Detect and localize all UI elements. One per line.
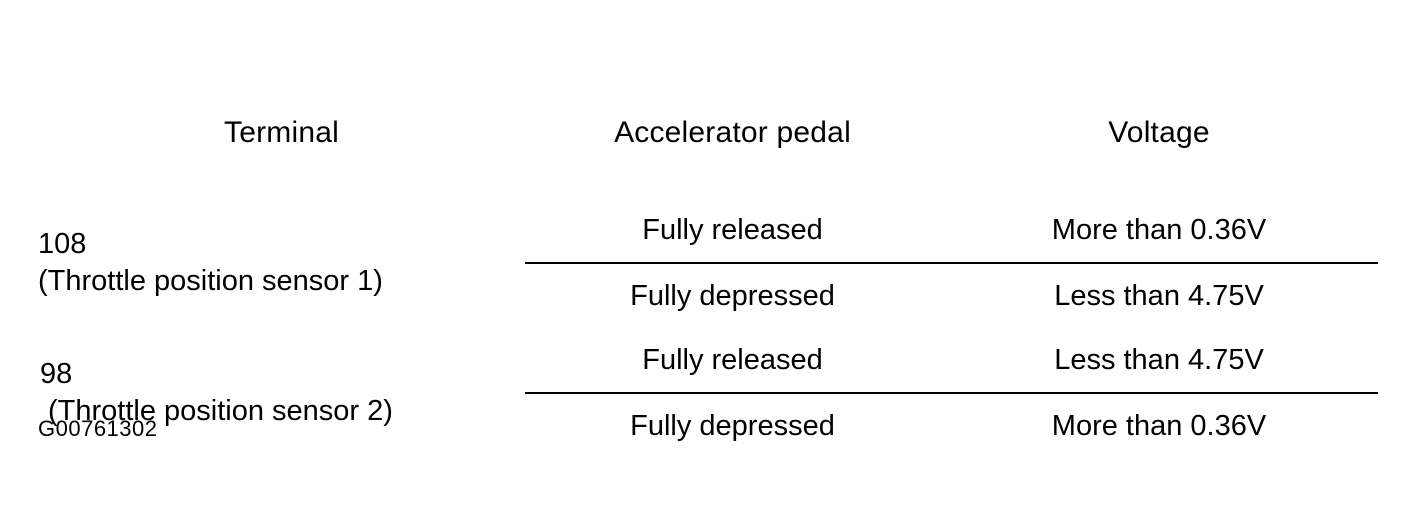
pedal-state-value: Fully depressed xyxy=(630,409,835,442)
pedal-state-cell: Fully depressed xyxy=(525,263,940,328)
pedal-state-cell: Fully released xyxy=(525,328,940,394)
pedal-state-cell: Fully released xyxy=(525,198,940,264)
voltage-value: Less than 4.75V xyxy=(1054,343,1264,376)
pedal-state-value: Fully released xyxy=(642,343,823,376)
terminal-description-98: (Throttle position sensor 2) xyxy=(48,395,393,427)
terminal-number-98: 98 xyxy=(40,357,73,390)
column-header-terminal: Terminal xyxy=(38,70,525,198)
table-row: Fully depressed Less than 4.75V xyxy=(38,263,1378,328)
table-header: Terminal Accelerator pedal Voltage xyxy=(38,70,1378,198)
table-row: 98 (Throttle position sensor 2) Fully re… xyxy=(38,328,1378,458)
terminal-cell-98-content: 98 (Throttle position sensor 2) xyxy=(38,356,525,430)
pedal-state-value: Fully released xyxy=(642,213,823,246)
voltage-value: More than 0.36V xyxy=(1051,213,1267,246)
voltage-cell: More than 0.36V xyxy=(940,198,1378,264)
spec-table-container: Terminal Accelerator pedal Voltage 108 xyxy=(38,70,1378,458)
terminal-cell-108: 108 (Throttle position sensor 1) xyxy=(38,198,525,328)
voltage-cell: Less than 4.75V xyxy=(940,328,1378,394)
terminal-voltage-table: Terminal Accelerator pedal Voltage 108 xyxy=(38,70,1378,458)
voltage-cell: More than 0.36V xyxy=(940,393,1378,458)
pedal-state-cell: Fully depressed xyxy=(525,393,940,458)
table-header-row: Terminal Accelerator pedal Voltage xyxy=(38,70,1378,198)
column-header-terminal-label: Terminal xyxy=(224,116,339,149)
voltage-value: Less than 4.75V xyxy=(1054,279,1264,312)
column-header-voltage: Voltage xyxy=(940,70,1378,198)
table-body: 108 (Throttle position sensor 1) Fully r… xyxy=(38,198,1378,458)
terminal-number-108: 108 xyxy=(38,227,87,260)
figure-caption: G00761302 xyxy=(38,416,158,441)
terminal-cell-98: 98 (Throttle position sensor 2) xyxy=(38,328,525,458)
table-row: 108 (Throttle position sensor 1) Fully r… xyxy=(38,198,1378,328)
terminal-cell-108-content: 108 (Throttle position sensor 1) xyxy=(38,226,525,300)
voltage-cell: Less than 4.75V xyxy=(940,263,1378,328)
table-row: Fully depressed More than 0.36V xyxy=(38,393,1378,458)
voltage-value: More than 0.36V xyxy=(1051,409,1267,442)
pedal-state-value: Fully depressed xyxy=(630,279,835,312)
terminal-description-108: (Throttle position sensor 1) xyxy=(38,265,383,297)
column-header-voltage-label: Voltage xyxy=(1108,116,1210,149)
column-header-accelerator-pedal: Accelerator pedal xyxy=(525,70,940,198)
column-header-accelerator-pedal-label: Accelerator pedal xyxy=(614,116,851,149)
